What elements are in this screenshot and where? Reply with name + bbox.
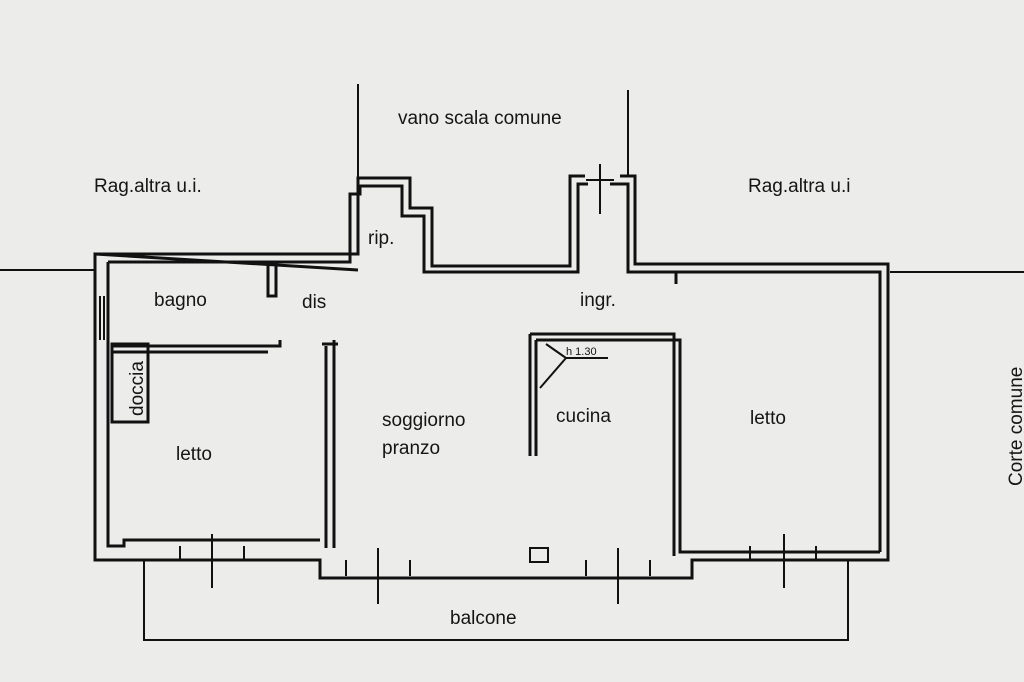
- label-stairwell: vano scala comune: [398, 108, 562, 129]
- label-balcony: balcone: [450, 608, 517, 629]
- boundary-lines: [0, 84, 1024, 273]
- label-bedroom-right: letto: [750, 408, 786, 429]
- windows-bottom: [179, 534, 817, 604]
- label-kitchen: cucina: [556, 406, 611, 427]
- label-neighbour-left: Rag.altra u.i.: [94, 176, 202, 197]
- label-courtyard: Corte comune: [1006, 367, 1024, 486]
- entrance-door: [586, 164, 614, 214]
- shower-box: [110, 342, 150, 424]
- balcony-outline: [143, 560, 849, 641]
- label-hallway: dis: [302, 292, 326, 313]
- label-height-note: h 1.30: [566, 346, 597, 358]
- label-bathroom: bagno: [154, 290, 207, 311]
- label-neighbour-right: Rag.altra u.i: [748, 176, 850, 197]
- outer-walls: [93, 174, 890, 580]
- label-dining: pranzo: [382, 438, 440, 459]
- kitchen-height-mark: [539, 343, 608, 389]
- label-storage: rip.: [368, 228, 394, 249]
- label-living: soggiorno: [382, 410, 465, 431]
- label-shower: doccia: [127, 361, 148, 416]
- interior-walls: [99, 262, 682, 556]
- label-entrance: ingr.: [580, 290, 616, 311]
- label-bedroom-left: letto: [176, 444, 212, 465]
